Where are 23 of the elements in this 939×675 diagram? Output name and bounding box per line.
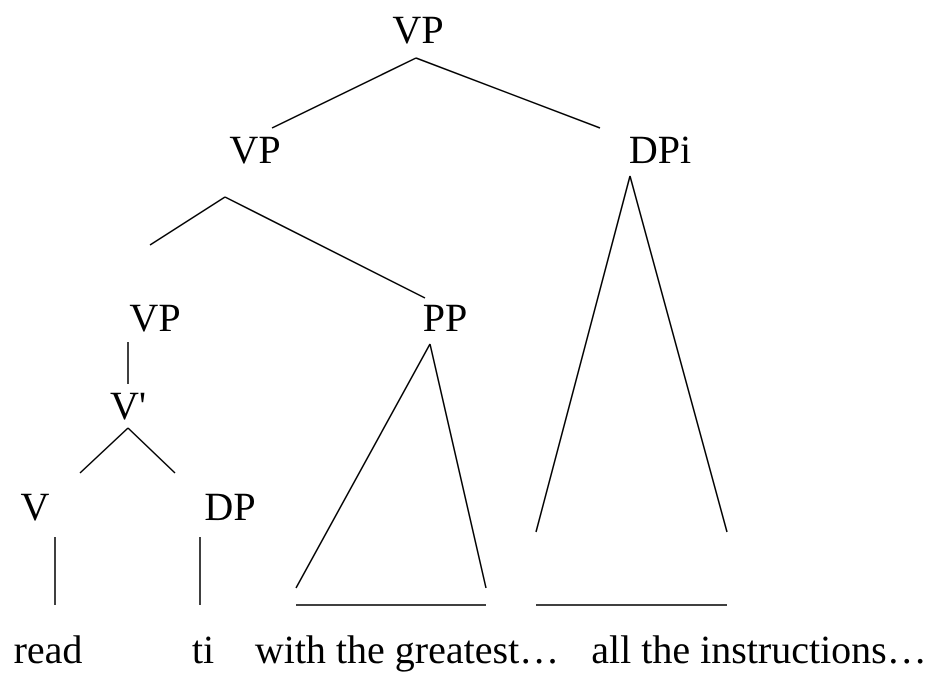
- branch-line: [199, 537, 201, 605]
- tree-label: ti: [192, 628, 214, 672]
- branch-line: [79, 427, 129, 474]
- tree-label: DP: [204, 485, 256, 529]
- tree-label: DPi: [628, 128, 692, 172]
- tree-label: all the instructions…: [591, 628, 927, 672]
- branch-line: [416, 57, 600, 129]
- triangle-roof: [535, 176, 631, 532]
- tree-label: VP: [392, 8, 444, 52]
- branch-line: [127, 427, 176, 474]
- tree-label: read: [14, 628, 82, 672]
- branch-line: [54, 537, 56, 605]
- branch-line: [150, 196, 226, 246]
- tree-label: PP: [422, 296, 468, 340]
- tree-label: V': [110, 384, 146, 428]
- branch-line: [127, 342, 129, 384]
- tree-label: V: [20, 485, 50, 529]
- triangle-roof: [295, 344, 431, 588]
- tree-label: with the greatest…: [254, 628, 560, 672]
- branch-line: [272, 57, 416, 129]
- tree-label: VP: [229, 128, 281, 172]
- tree-label: VP: [129, 296, 181, 340]
- branch-line: [224, 196, 426, 299]
